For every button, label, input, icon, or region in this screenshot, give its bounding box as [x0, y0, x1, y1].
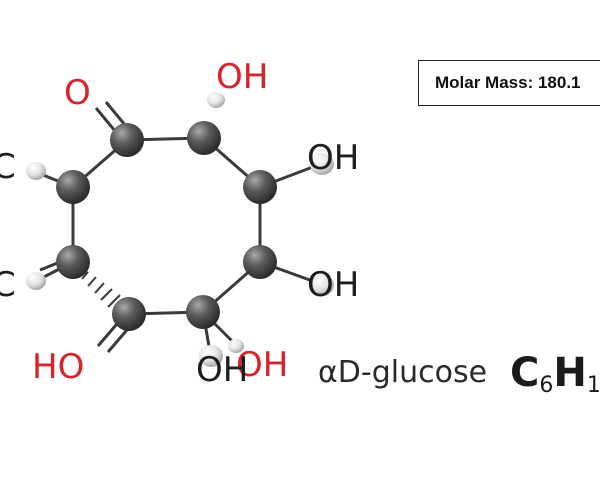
- formula-element: H: [553, 350, 587, 396]
- hydrogen-atom: [199, 345, 223, 367]
- ho-label-bottom-left: HO: [32, 347, 84, 387]
- carbon-atom: [112, 297, 146, 331]
- molar-mass-box: Molar Mass: 180.1: [418, 60, 600, 106]
- hashed-wedge-bond: [81, 271, 121, 308]
- formula-subscript: 12: [586, 373, 600, 398]
- oh-label-bottom-red: OH: [236, 345, 288, 385]
- hydrogen-atom: [310, 274, 334, 296]
- carbon-atom: [56, 170, 90, 204]
- carbon-atom: [243, 245, 277, 279]
- molecule-name: αD-glucose: [318, 355, 488, 390]
- hydrogen-atom: [310, 153, 334, 175]
- atom-labels: O OH OH OH OH OH HO C C: [0, 57, 359, 390]
- oh-label-bottom-dark: OH: [196, 350, 248, 390]
- molecular-formula: C6H12: [510, 350, 600, 398]
- oh-label-right-upper: OH: [307, 138, 359, 178]
- carbon-atom: [56, 245, 90, 279]
- oh-label-top: OH: [216, 57, 268, 97]
- oxygen-label-top: O: [64, 73, 91, 113]
- hydrogen-atom: [26, 162, 46, 180]
- carbon-label-left-upper: C: [0, 147, 16, 187]
- hydrogen-atom: [207, 92, 225, 108]
- carbon-atoms: [56, 121, 277, 331]
- hydrogen-atom: [228, 339, 244, 353]
- carbon-atom: [187, 121, 221, 155]
- molar-mass-label: Molar Mass: 180.1: [435, 73, 581, 92]
- formula-subscript: 6: [539, 373, 554, 398]
- formula-element: C: [510, 350, 540, 396]
- carbon-atom: [243, 170, 277, 204]
- carbon-atom: [186, 295, 220, 329]
- carbon-label-left-lower: C: [0, 265, 16, 305]
- hydrogen-atom: [26, 272, 46, 290]
- oh-label-right-lower: OH: [307, 265, 359, 305]
- carbon-atom: [110, 123, 144, 157]
- hydrogen-atoms: [26, 92, 334, 367]
